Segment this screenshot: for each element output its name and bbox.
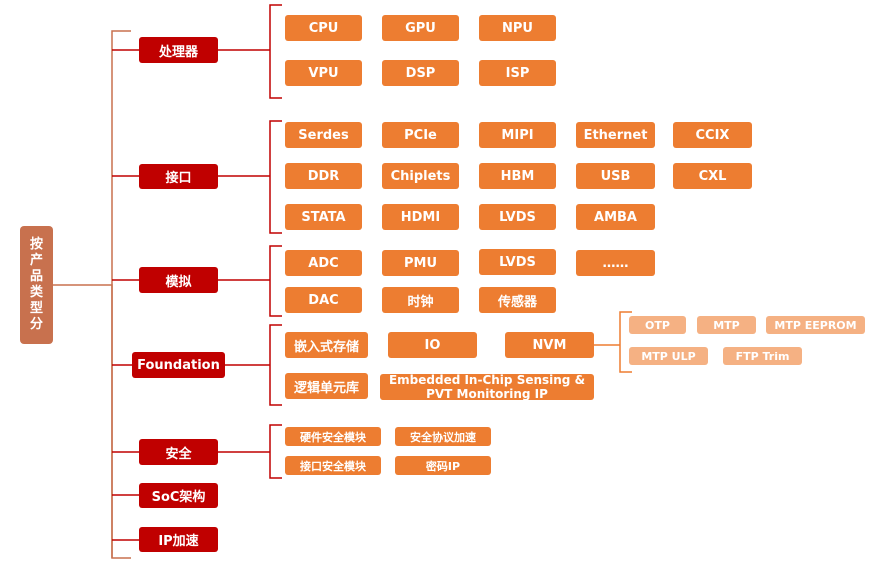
interface-item: HBM <box>479 163 556 189</box>
nvm-sub-item: OTP <box>629 316 686 334</box>
processor-item: CPU <box>285 15 362 41</box>
interface-item: USB <box>576 163 655 189</box>
root-char: 分 <box>29 317 43 332</box>
processor-item: DSP <box>382 60 459 86</box>
interface-item: PCIe <box>382 122 459 148</box>
interface-item: Ethernet <box>576 122 655 148</box>
analog-item: DAC <box>285 287 362 313</box>
interface-item: AMBA <box>576 204 655 230</box>
category-analog: 模拟 <box>139 267 218 293</box>
analog-item: 传感器 <box>479 287 556 313</box>
root-char: 产 <box>29 253 43 268</box>
processor-item: GPU <box>382 15 459 41</box>
foundation-item: 嵌入式存储 <box>285 332 368 358</box>
analog-item: 时钟 <box>382 287 459 313</box>
root-char: 类 <box>29 285 43 300</box>
security-item: 接口安全模块 <box>285 456 381 475</box>
category-soc: SoC架构 <box>139 483 218 508</box>
nvm-sub-item: MTP ULP <box>629 347 708 365</box>
interface-item: HDMI <box>382 204 459 230</box>
root-connector <box>53 284 113 558</box>
nvm-sub-item: MTP EEPROM <box>766 316 865 334</box>
processor-item: VPU <box>285 60 362 86</box>
foundation-item: IO <box>388 332 477 358</box>
security-item: 密码IP <box>395 456 491 475</box>
analog-item: …… <box>576 250 655 276</box>
interface-item: CCIX <box>673 122 752 148</box>
category-interface: 接口 <box>139 164 218 189</box>
analog-item: LVDS <box>479 249 556 275</box>
analog-item: ADC <box>285 250 362 276</box>
root-char: 按 <box>29 237 43 252</box>
root-char: 品 <box>29 269 43 284</box>
interface-item: MIPI <box>479 122 556 148</box>
interface-item: STATA <box>285 204 362 230</box>
nvm-sub-item: FTP Trim <box>723 347 802 365</box>
analog-item: PMU <box>382 250 459 276</box>
main-bracket <box>111 30 118 559</box>
foundation-item: Embedded In-Chip Sensing & PVT Monitorin… <box>380 373 594 401</box>
processor-item: NPU <box>479 15 556 41</box>
interface-item: CXL <box>673 163 752 189</box>
category-foundation: Foundation <box>132 352 225 378</box>
root-char: 型 <box>29 301 43 316</box>
security-item: 硬件安全模块 <box>285 427 381 446</box>
root-node: 按 产 品 类 型 分 <box>20 226 53 344</box>
interface-item: Serdes <box>285 122 362 148</box>
category-security: 安全 <box>139 439 218 465</box>
interface-item: DDR <box>285 163 362 189</box>
nvm-sub-item: MTP <box>697 316 756 334</box>
interface-item: Chiplets <box>382 163 459 189</box>
foundation-item: 逻辑单元库 <box>285 373 368 399</box>
interface-item: LVDS <box>479 204 556 230</box>
category-processor: 处理器 <box>139 37 218 63</box>
foundation-item-nvm: NVM <box>505 332 594 358</box>
category-ip-accel: IP加速 <box>139 527 218 552</box>
security-item: 安全协议加速 <box>395 427 491 446</box>
processor-item: ISP <box>479 60 556 86</box>
